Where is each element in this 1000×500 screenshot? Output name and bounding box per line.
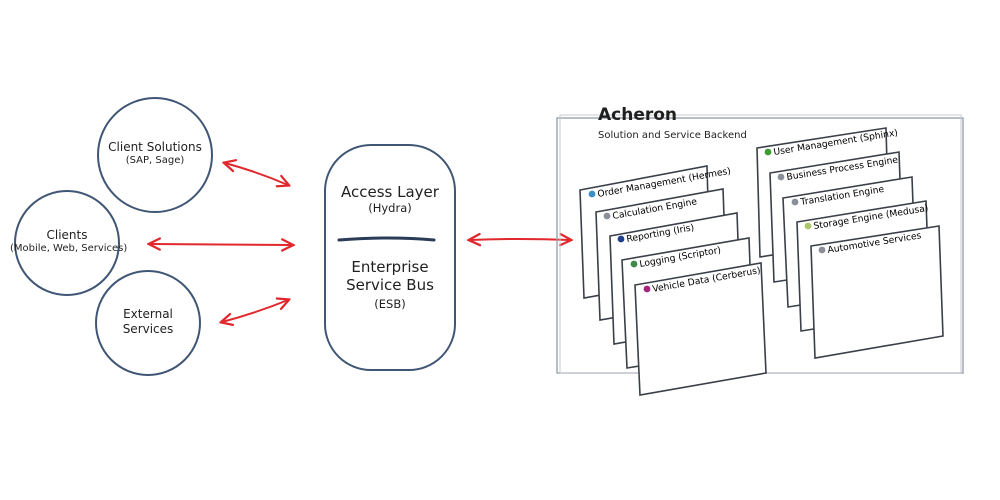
external-services-subtitle: Services [122, 322, 174, 336]
left-card-stack [579, 165, 767, 396]
card-vehicle-data [634, 262, 767, 396]
clients-subtitle: (Mobile, Web, Services) [10, 243, 128, 254]
hub-divider [337, 236, 436, 242]
access-layer-label: Access Layer (Hydra) [325, 183, 455, 215]
clients-label: Clients (Mobile, Web, Services) [10, 228, 128, 256]
backend-subtitle: Solution and Service Backend [598, 130, 747, 141]
client-solutions-circle [97, 97, 213, 213]
arrow-hub-backend [470, 239, 570, 240]
client-solutions-title: Client Solutions [108, 140, 202, 154]
esb-line2: Service Bus [346, 276, 434, 294]
dot-order-management [588, 190, 596, 198]
access-layer-title: Access Layer [341, 183, 439, 201]
hub-capsule [324, 144, 456, 371]
dot-vehicle-data [643, 285, 651, 293]
dot-user-management [764, 148, 772, 156]
esb-label: Enterprise Service Bus (ESB) [325, 258, 455, 311]
dot-calculation-engine [603, 212, 611, 220]
backend-title: Acheron [598, 105, 678, 125]
arrow-external-services-hub [222, 300, 288, 322]
clients-title: Clients [46, 228, 88, 242]
external-services-title: External [123, 307, 173, 321]
dot-automotive-services [818, 246, 826, 254]
card-automotive-services [810, 225, 944, 359]
dot-storage-engine [804, 222, 812, 230]
esb-line1: Enterprise [351, 258, 429, 276]
client-solutions-label: Client Solutions (SAP, Sage) [95, 140, 215, 168]
arrow-client-solutions-hub [225, 163, 288, 185]
clients-circle [14, 190, 120, 296]
external-services-circle [95, 270, 201, 376]
dot-logging [630, 260, 638, 268]
dot-translation-engine [791, 198, 799, 206]
external-services-label: External Services [98, 307, 198, 337]
dot-business-process-engine [777, 173, 785, 181]
client-solutions-subtitle: (SAP, Sage) [125, 155, 185, 166]
dot-reporting [617, 235, 625, 243]
right-card-stack [756, 127, 944, 359]
esb-abbr: (ESB) [374, 297, 406, 311]
arrow-clients-hub [150, 244, 292, 245]
access-layer-subtitle: (Hydra) [368, 201, 412, 215]
